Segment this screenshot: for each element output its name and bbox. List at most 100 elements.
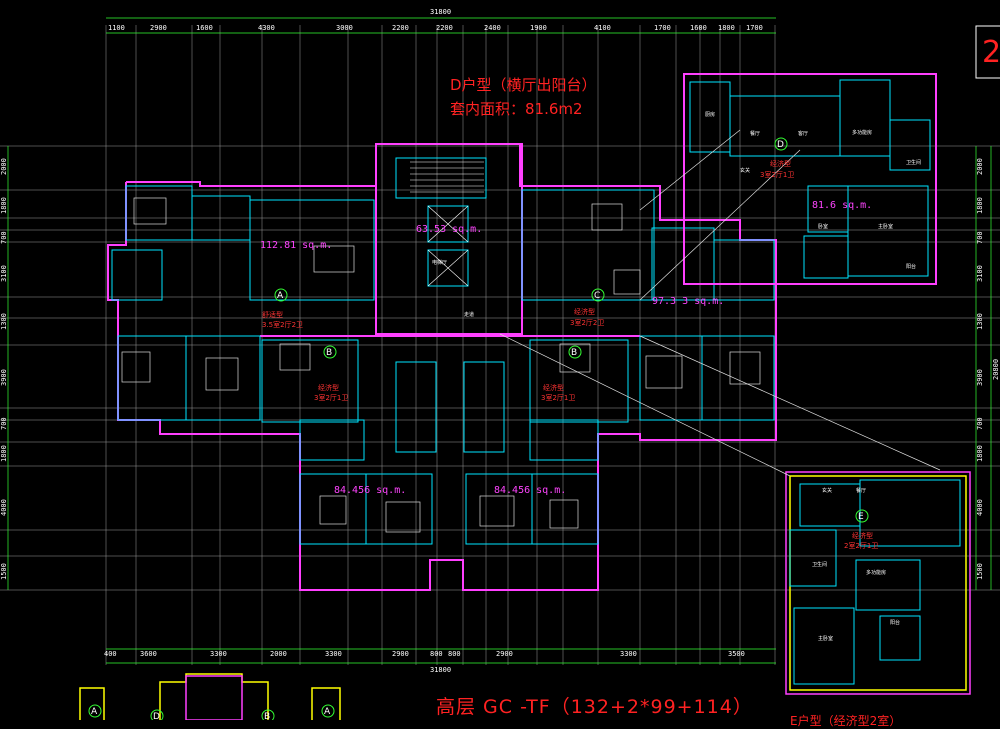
axis-grid (0, 25, 1000, 665)
svg-text:4100: 4100 (594, 24, 611, 32)
room-living-d: 客厅 (798, 130, 808, 137)
svg-text:2900: 2900 (496, 650, 513, 658)
svg-text:1600: 1600 (196, 24, 213, 32)
svg-text:3300: 3300 (620, 650, 637, 658)
room-multi-e: 多功能房 (866, 569, 886, 576)
unit-a-type: 舒适型 (262, 310, 283, 319)
unit-b-left-type: 经济型 (318, 383, 339, 392)
sheet-number: 2 (982, 35, 1000, 70)
unit-b-left-rooms: 3室2厅1卫 (314, 393, 348, 402)
svg-text:1700: 1700 (654, 24, 671, 32)
core-area: 63.53 sq.m. (416, 224, 482, 235)
unit-letter-b-left: B (326, 348, 332, 358)
unit-e-rooms: 2室2厅1卫 (844, 541, 878, 550)
unit-a-area: 112.81 sq.m. (260, 240, 332, 251)
room-entry-d: 玄关 (740, 167, 750, 174)
svg-text:700: 700 (0, 417, 8, 430)
unit-d-detail (683, 73, 937, 285)
unit-c-type: 经济型 (574, 307, 595, 316)
svg-text:2400: 2400 (484, 24, 501, 32)
svg-text:2900: 2900 (392, 650, 409, 658)
sheet-frame (975, 25, 1000, 79)
unit-letter-b-right: B (571, 348, 577, 358)
unit-e-partial-title: E户型（经济型2室） (790, 714, 902, 728)
room-balcony-d: 阳台 (906, 263, 916, 270)
bottom-marker-1: A (91, 707, 98, 717)
room-master-d: 主卧室 (878, 223, 893, 230)
room-balcony-e: 阳台 (890, 619, 900, 626)
bottom-marker-4: A (324, 707, 331, 717)
svg-text:700: 700 (976, 231, 984, 244)
unit-b-right-rooms: 3室2厅1卫 (541, 393, 575, 402)
svg-text:1300: 1300 (976, 313, 984, 330)
room-bedroom-d: 卧室 (818, 223, 828, 230)
svg-text:2000: 2000 (976, 158, 984, 175)
svg-text:1300: 1300 (0, 313, 8, 330)
unit-letter-e: E (858, 512, 864, 522)
lower-left-area: 84.456 sq.m. (334, 485, 406, 496)
room-bath-d: 卫生间 (906, 159, 921, 166)
svg-text:1100: 1100 (108, 24, 125, 32)
svg-text:4300: 4300 (258, 24, 275, 32)
leader-lines (499, 129, 941, 477)
svg-text:1700: 1700 (746, 24, 763, 32)
svg-text:1600: 1600 (690, 24, 707, 32)
unit-c-area: 97.3 3 sq.m. (652, 296, 724, 307)
building-title: 高层 GC -TF（132+2*99+114） (436, 696, 753, 718)
stair (410, 161, 484, 287)
svg-text:700: 700 (976, 417, 984, 430)
unit-d-type: 经济型 (770, 159, 791, 168)
unit-a-rooms: 3.5室2厅2卫 (262, 320, 303, 329)
svg-text:3100: 3100 (976, 265, 984, 282)
svg-text:2200: 2200 (436, 24, 453, 32)
room-multi-d: 多功能房 (852, 129, 872, 136)
svg-text:800: 800 (430, 650, 443, 658)
dim-top-total: 31800 (430, 8, 451, 16)
dim-right-segments: 2000 1800 700 3100 1300 3900 700 1800 40… (976, 158, 1000, 580)
unit-letter-d: D (777, 140, 784, 150)
svg-text:3300: 3300 (210, 650, 227, 658)
dim-left-segments: 2000 1800 700 3100 1300 3900 700 1800 40… (0, 158, 8, 580)
unit-e-type: 经济型 (852, 531, 873, 540)
svg-text:800: 800 (448, 650, 461, 658)
svg-text:2200: 2200 (392, 24, 409, 32)
bottom-marker-2: D (153, 712, 160, 720)
furniture (121, 197, 761, 533)
svg-text:3300: 3300 (325, 650, 342, 658)
bottom-core-walls (185, 675, 243, 720)
room-dining-e: 餐厅 (856, 487, 866, 494)
room-corridor: 走道 (464, 311, 474, 318)
svg-text:2900: 2900 (150, 24, 167, 32)
svg-text:1800: 1800 (0, 445, 8, 462)
svg-text:1500: 1500 (0, 563, 8, 580)
svg-text:4000: 4000 (0, 499, 8, 516)
svg-text:4000: 4000 (976, 499, 984, 516)
room-elevator: 电梯厅 (432, 259, 447, 266)
unit-d-area: 81.6 sq.m. (812, 200, 872, 211)
unit-c-rooms: 3室2厅2卫 (570, 318, 604, 327)
svg-text:400: 400 (104, 650, 117, 658)
svg-text:1800: 1800 (718, 24, 735, 32)
unit-d-rooms: 3室2厅1卫 (760, 170, 794, 179)
svg-text:3600: 3600 (140, 650, 157, 658)
room-master-e: 主卧室 (818, 635, 833, 642)
unit-b-right-type: 经济型 (543, 383, 564, 392)
dimension-lines (7, 17, 992, 664)
room-entry-e: 玄关 (822, 487, 832, 494)
svg-text:3900: 3900 (0, 369, 8, 386)
dim-top-segments: 1100 2900 1600 4300 3000 2200 2200 2400 … (108, 24, 763, 32)
unit-letter-c: C (594, 291, 600, 301)
bottom-partial-plan (79, 673, 341, 720)
unit-e-detail (785, 471, 971, 695)
svg-text:700: 700 (0, 231, 8, 244)
unit-letter-a: A (277, 291, 284, 301)
dim-bottom-total: 31800 (430, 666, 451, 674)
svg-text:3000: 3000 (336, 24, 353, 32)
svg-text:3500: 3500 (728, 650, 745, 658)
bottom-marker-3: B (264, 712, 270, 720)
svg-text:1800: 1800 (0, 197, 8, 214)
svg-text:2000: 2000 (270, 650, 287, 658)
unit-d-area-title: 套内面积：81.6m2 (450, 100, 583, 118)
dim-right-total: 20800 (992, 359, 1000, 380)
